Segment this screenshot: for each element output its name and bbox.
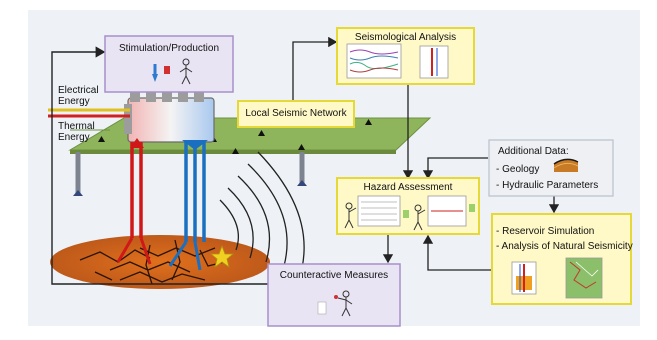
additional-data-title: Additional Data: [498, 146, 569, 157]
additional-hydraulic: - Hydraulic Parameters [496, 180, 599, 191]
seismic-sensor-marker [98, 136, 105, 142]
thermal-energy-label-1: Thermal [58, 121, 95, 132]
stimulation-box [104, 35, 234, 93]
simulation-natural-seismicity: - Analysis of Natural Seismicity [496, 241, 633, 252]
seismic-sensor-marker [232, 148, 239, 154]
power-plant [124, 88, 215, 143]
local-network-title: Local Seismic Network [245, 108, 347, 119]
local-network-box [237, 100, 355, 128]
seismic-sensor-marker [298, 144, 305, 150]
feedback-line [51, 46, 268, 285]
counteractive-title: Counteractive Measures [279, 270, 389, 281]
person-icon [179, 58, 193, 85]
seismic-sensor-marker [365, 119, 372, 125]
electrical-energy-label-2: Energy [58, 96, 90, 107]
seismological-title: Seismological Analysis [354, 32, 457, 43]
electrical-energy-label-1: Electrical [58, 85, 99, 96]
simulation-reservoir: - Reservoir Simulation [496, 226, 595, 237]
additional-data-box [488, 139, 614, 197]
thermal-energy-label-2: Energy [58, 132, 90, 143]
counteractive-box [267, 263, 401, 327]
additional-geology: - Geology [496, 164, 540, 175]
injection-wells [130, 142, 206, 242]
stimulation-title: Stimulation/Production [118, 43, 220, 54]
seismic-sensor-marker [258, 130, 265, 136]
hazard-title: Hazard Assessment [363, 182, 453, 193]
seismic-event-star [209, 244, 235, 268]
seismic-waves [219, 151, 305, 269]
